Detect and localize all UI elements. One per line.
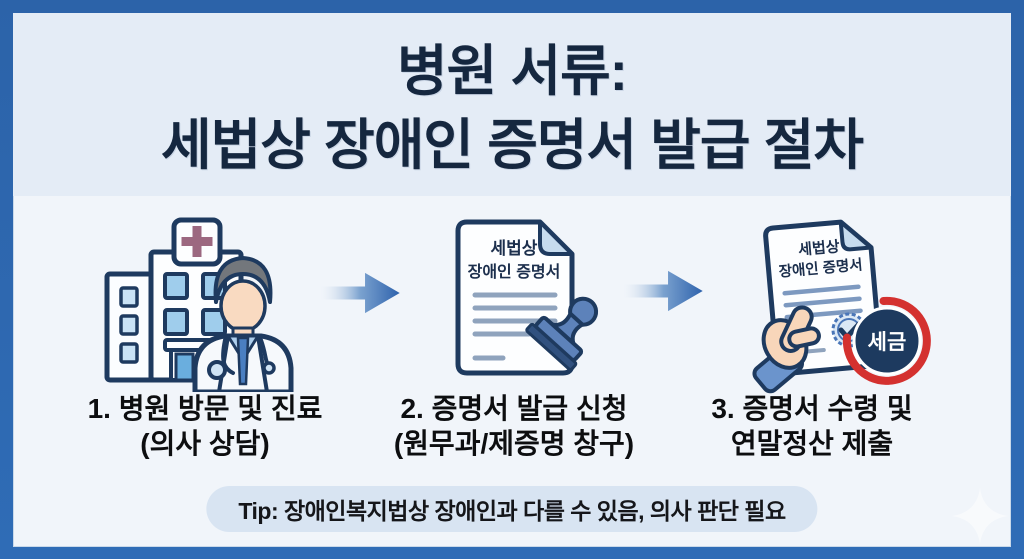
page-title-line2: 세법상 장애인 증명서 발급 절차: [161, 113, 864, 176]
tip-banner: Tip: 장애인복지법상 장애인과 다를 수 있음, 의사 판단 필요: [206, 486, 818, 532]
step-1-label: 1. 병원 방문 및 진료 (의사 상담): [40, 391, 370, 461]
step-3-label-line2: 연말정산 제출: [730, 428, 894, 459]
doc-title-line1: 세법상: [491, 239, 538, 258]
doc-title-line1: 세법상: [798, 238, 841, 259]
certificate-stamp-icon: 세법상 장애인 증명서: [455, 219, 599, 376]
arrow-right-icon: [623, 270, 703, 312]
infographic-panel: 병원 서류: 세법상 장애인 증명서 발급 절차: [13, 13, 1011, 547]
tax-badge-label: 세금: [868, 331, 907, 354]
doc-title-line2: 장애인 증명서: [468, 263, 561, 281]
step-3-label-line1: 3. 증명서 수령 및: [711, 393, 913, 424]
title-band: 병원 서류: 세법상 장애인 증명서 발급 절차: [13, 13, 1011, 196]
step-2-label-line1: 2. 증명서 발급 신청: [400, 393, 628, 424]
sparkle-icon: [952, 488, 1008, 544]
step-1-label-line2: (의사 상담): [140, 428, 270, 459]
step-2-label-line2: (원무과/제증명 창구): [393, 428, 635, 459]
tip-text: Tip: 장애인복지법상 장애인과 다를 수 있음, 의사 판단 필요: [238, 498, 786, 524]
step-1-label-line1: 1. 병원 방문 및 진료: [87, 393, 323, 424]
arrow-right-icon: [320, 272, 400, 314]
page-title-line1: 병원 서류:: [397, 39, 628, 102]
hand-certificate-tax-icon: 세법상 장애인 증명서 세금: [752, 219, 931, 394]
hospital-doctor-icon: [104, 217, 294, 392]
step-3-label: 3. 증명서 수령 및 연말정산 제출: [647, 391, 977, 461]
step-2-label: 2. 증명서 발급 신청 (원무과/제증명 창구): [349, 391, 679, 461]
